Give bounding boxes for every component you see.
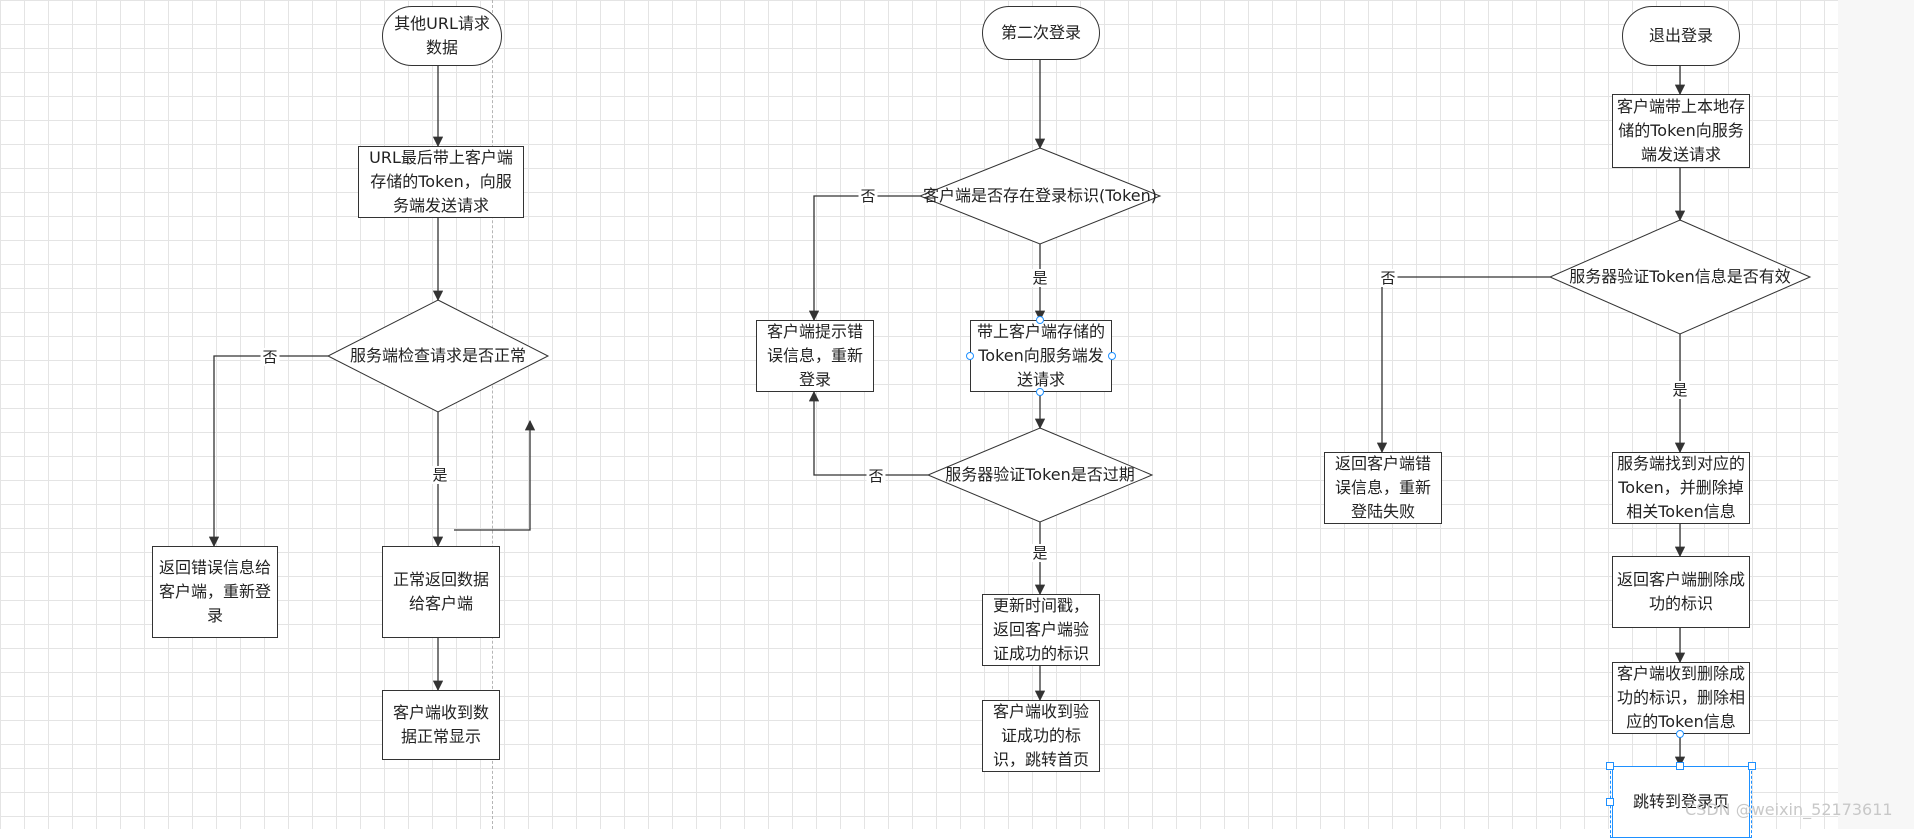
f3-find-node[interactable]: 服务端找到对应的Token，并删除掉相关Token信息 <box>1612 452 1750 524</box>
f3-start-text: 退出登录 <box>1648 26 1713 45</box>
f2-edge-verify-error <box>808 390 928 476</box>
f3-send-node[interactable]: 客户端带上本地存储的Token向服务端发送请求 <box>1612 94 1750 168</box>
f1-show-node[interactable]: 客户端收到数据正常显示 <box>382 690 500 760</box>
f3-verify-text: 服务器验证Token信息是否有效 <box>1569 267 1791 286</box>
f2-start-node[interactable]: 第二次登录 <box>982 6 1100 60</box>
f1-start-node[interactable]: 其他URL请求数据 <box>382 6 502 66</box>
f2-error-text: 客户端提示错误信息，重新登录 <box>766 322 863 389</box>
f2-handle-left[interactable] <box>966 352 974 360</box>
canvas-edge-panel <box>1838 0 1914 829</box>
f2-send-node[interactable]: 带上客户端存储的Token向服务端发送请求 <box>970 320 1112 392</box>
f2-check-text: 客户端是否存在登录标识(Token) <box>922 186 1157 205</box>
watermark: CSDN @weixin_52173611 <box>1685 800 1893 819</box>
f2-check-node[interactable]: 客户端是否存在登录标识(Token) <box>914 182 1166 210</box>
f3-receive-node[interactable]: 客户端收到删除成功的标识，删除相应的Token信息 <box>1612 662 1750 734</box>
sel-handle-tc[interactable] <box>1676 762 1684 770</box>
f3-fail-text: 返回客户端错误信息，重新登陆失败 <box>1334 454 1431 521</box>
f2-label-no2: 否 <box>866 467 886 485</box>
f1-error-node[interactable]: 返回错误信息给客户端，重新登录 <box>152 546 278 638</box>
f2-label-yes2: 是 <box>1030 544 1050 562</box>
f3-receive-handle-bottom[interactable] <box>1676 730 1684 738</box>
f3-receive-text: 客户端收到删除成功的标识，删除相应的Token信息 <box>1617 664 1746 731</box>
f2-start-text: 第二次登录 <box>1000 23 1081 42</box>
f2-verify-text: 服务器验证Token是否过期 <box>945 465 1135 484</box>
sel-handle-tr[interactable] <box>1748 762 1756 770</box>
f2-handle-top[interactable] <box>1036 316 1044 324</box>
f1-ok-node[interactable]: 正常返回数据给客户端 <box>382 546 500 638</box>
f3-label-no: 否 <box>1378 269 1398 287</box>
f1-check-node[interactable]: 服务端检查请求是否正常 <box>340 340 536 372</box>
f3-edge-verify-fail <box>1376 276 1550 454</box>
f1-edge-check-error <box>208 355 328 548</box>
f2-handle-right[interactable] <box>1108 352 1116 360</box>
page-break-line <box>492 0 493 829</box>
f3-tologin-text: 跳转到登录页 <box>1632 792 1729 811</box>
f1-ok-text: 正常返回数据给客户端 <box>392 570 489 613</box>
f2-jump-text: 客户端收到验证成功的标识，跳转首页 <box>992 702 1089 769</box>
f1-send-text: URL最后带上客户端存储的Token，向服务端发送请求 <box>369 148 513 215</box>
f1-error-text: 返回错误信息给客户端，重新登录 <box>158 558 271 625</box>
f2-update-node[interactable]: 更新时间戳，返回客户端验证成功的标识 <box>982 594 1100 666</box>
sel-handle-tl[interactable] <box>1606 762 1614 770</box>
f1-label-yes: 是 <box>430 466 450 484</box>
f3-label-yes: 是 <box>1670 381 1690 399</box>
f2-verify-node[interactable]: 服务器验证Token是否过期 <box>938 461 1142 489</box>
f2-handle-bottom[interactable] <box>1036 388 1044 396</box>
f1-check-text: 服务端检查请求是否正常 <box>349 346 526 365</box>
f1-start-text: 其他URL请求数据 <box>394 14 490 57</box>
f2-update-text: 更新时间戳，返回客户端验证成功的标识 <box>992 596 1089 663</box>
f3-start-node[interactable]: 退出登录 <box>1622 6 1740 66</box>
f1-show-text: 客户端收到数据正常显示 <box>392 703 489 746</box>
f1-send-node[interactable]: URL最后带上客户端存储的Token，向服务端发送请求 <box>358 146 524 218</box>
f1-label-no: 否 <box>260 348 280 366</box>
f2-jump-node[interactable]: 客户端收到验证成功的标识，跳转首页 <box>982 700 1100 772</box>
f3-tologin-node[interactable]: 跳转到登录页 <box>1612 766 1750 838</box>
f3-send-text: 客户端带上本地存储的Token向服务端发送请求 <box>1617 97 1746 164</box>
f3-return-node[interactable]: 返回客户端删除成功的标识 <box>1612 556 1750 628</box>
f2-error-node[interactable]: 客户端提示错误信息，重新登录 <box>756 320 874 392</box>
f2-edge-check-error <box>808 195 920 322</box>
sel-handle-ml[interactable] <box>1606 798 1614 806</box>
f1-edge-loop <box>454 419 536 531</box>
f3-verify-node[interactable]: 服务器验证Token信息是否有效 <box>1552 263 1808 291</box>
f2-label-no1: 否 <box>858 187 878 205</box>
f2-send-text: 带上客户端存储的Token向服务端发送请求 <box>976 322 1105 389</box>
f2-label-yes1: 是 <box>1030 269 1050 287</box>
f3-return-text: 返回客户端删除成功的标识 <box>1617 570 1746 613</box>
f3-find-text: 服务端找到对应的Token，并删除掉相关Token信息 <box>1617 454 1746 521</box>
f3-fail-node[interactable]: 返回客户端错误信息，重新登陆失败 <box>1324 452 1442 524</box>
